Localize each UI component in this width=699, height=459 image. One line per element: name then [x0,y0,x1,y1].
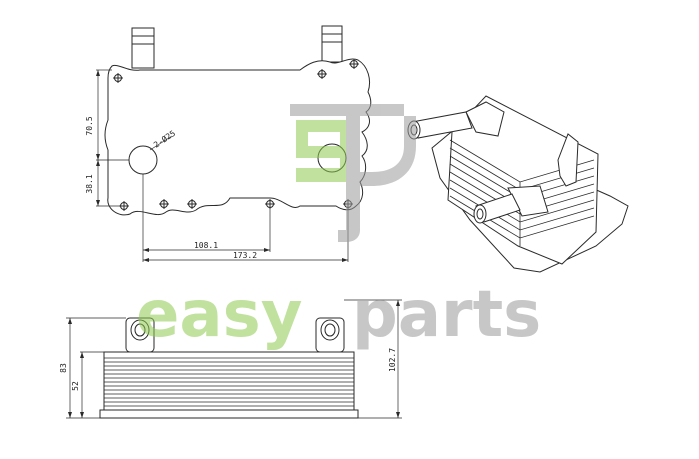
top-view-dimension-lines [96,69,349,262]
watermark-text-parts: parts [352,278,541,352]
side-view-plate-lines [104,357,354,407]
iso-pipe-bottom [473,185,549,224]
isometric-view [407,95,629,273]
top-view-mounting-holes [113,59,359,211]
top-view-pipe-left [131,27,155,69]
side-view [66,299,402,419]
dim-side-height-outer: 83 [59,363,68,373]
side-view-pipe-right [315,317,345,353]
watermark-text: easy parts [136,278,541,352]
dim-height-upper: 70.5 [85,116,94,135]
top-view-body-outline [104,58,372,216]
dim-width-inner: 108.1 [194,241,218,250]
dim-side-height-inner: 52 [71,381,80,391]
side-view-arrows [68,300,400,418]
iso-bracket [557,133,579,187]
watermark-logo-p [290,104,416,242]
top-view-arrows [96,70,348,262]
side-view-plate-stack [103,351,355,411]
dim-height-lower: 38.1 [85,174,94,193]
side-view-dimension-lines [66,299,402,419]
top-view [96,25,372,262]
side-view-pipe-left [125,317,155,353]
top-view-pipe-right [321,25,343,63]
watermark-text-easy: easy [136,278,302,352]
watermark-logo-e [296,120,352,182]
dim-width-total: 173.2 [233,251,257,260]
side-view-base-plate [99,409,359,419]
watermark-logo-mark [290,104,416,242]
dim-side-height-total: 102.7 [388,348,397,372]
